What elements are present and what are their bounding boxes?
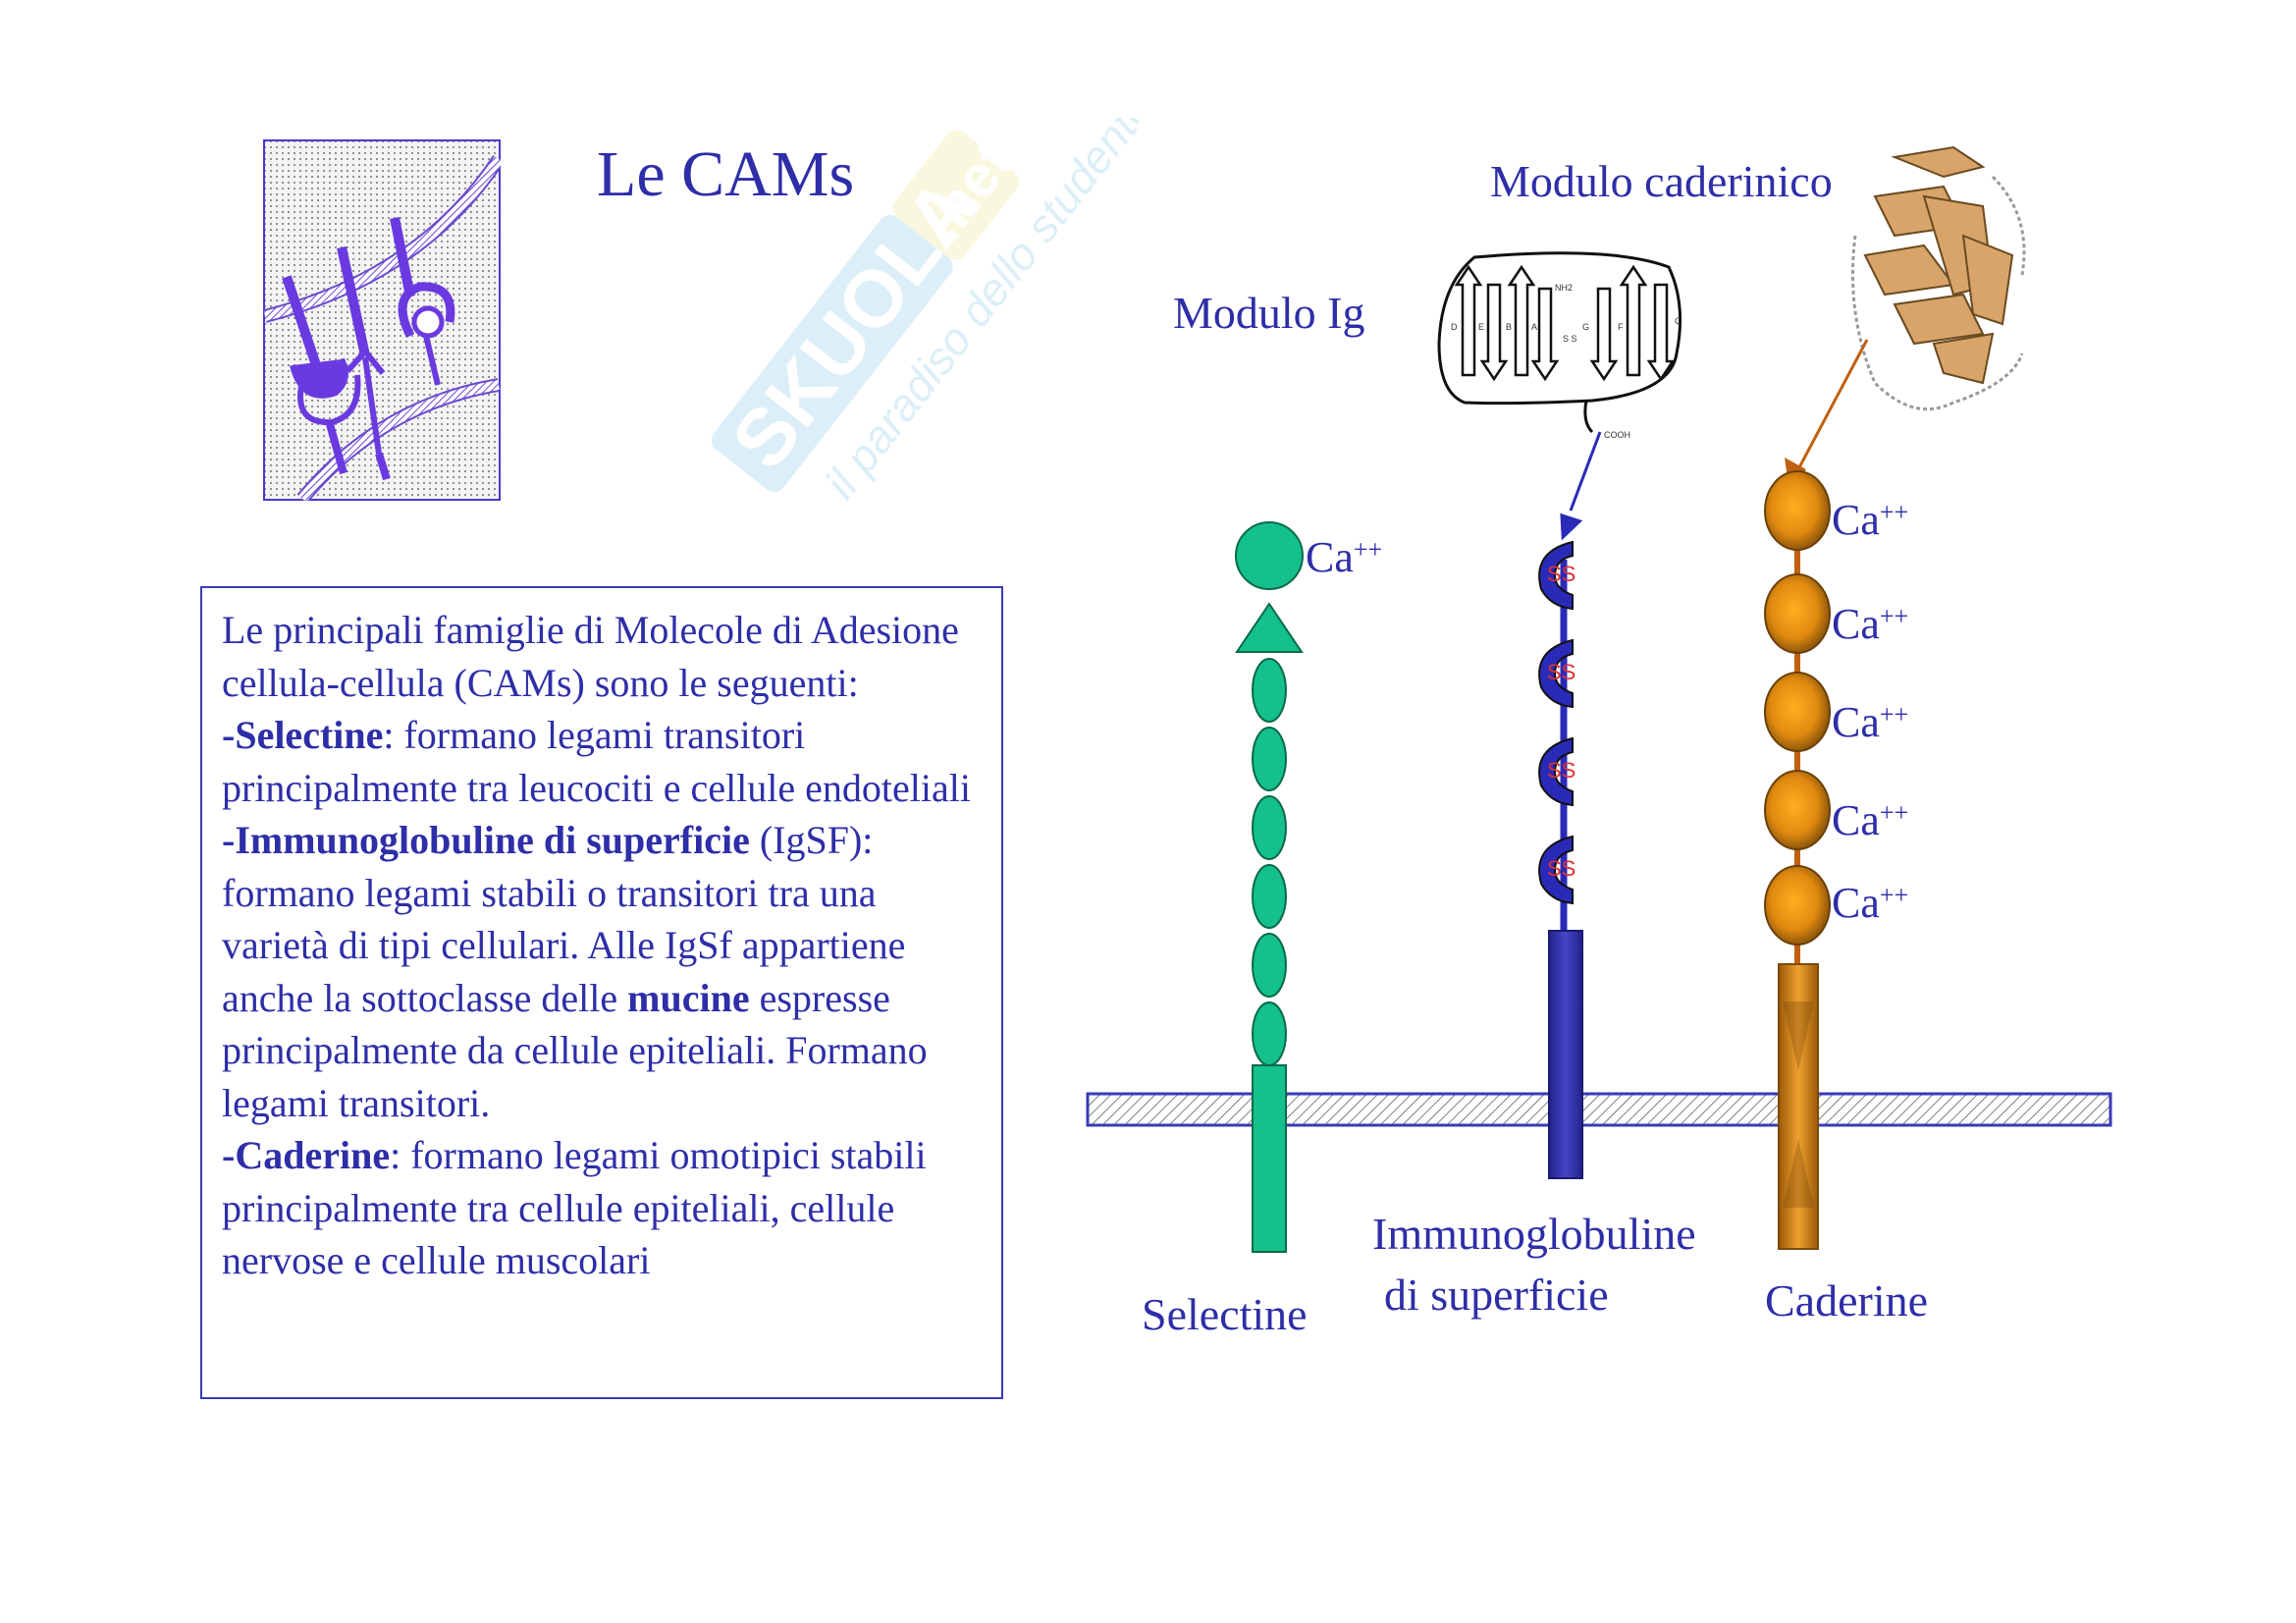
calcium-label: Ca++ <box>1832 698 1909 746</box>
ss-bond-label: SS <box>1547 660 1576 684</box>
intro-text: Le principali famiglie di Molecole di Ad… <box>222 608 959 705</box>
cam-molecules-diagram <box>1086 339 2112 1253</box>
ig-strand-letter: A <box>1531 322 1537 332</box>
ig-module-topology: D E B A G F C NH2 S S COOH <box>1437 251 1682 440</box>
selectine-label: Selectine <box>1142 1289 1308 1339</box>
mucine-description: espresse principalmente da cellule epite… <box>222 975 928 1125</box>
cam-families-textbox: Le principali famiglie di Molecole di Ad… <box>200 586 1003 1399</box>
ig-strand-letter: F <box>1618 322 1624 332</box>
selectine-description: : formano legami transitori principalmen… <box>222 713 971 810</box>
ig-ss-marks: S S <box>1563 334 1577 344</box>
ig-strand-letter: B <box>1506 322 1512 332</box>
caderine-term: -Caderine <box>222 1133 391 1177</box>
selectine-term: -Selectine <box>222 713 384 757</box>
ig-module-arrow <box>1569 431 1602 512</box>
calcium-label: Ca++ <box>1832 879 1909 927</box>
ig-strand-letter: C <box>1675 316 1682 326</box>
ig-strand-letter: G <box>1582 322 1589 332</box>
ss-bond-label: SS <box>1547 758 1576 783</box>
ig-strand-letter: D <box>1451 322 1458 332</box>
immunoglobulin-term: -Immunoglobuline di superficie <box>222 818 750 862</box>
ss-bond-label: SS <box>1547 856 1576 881</box>
selectine-molecule <box>1235 521 1304 1253</box>
calcium-label: Ca++ <box>1832 496 1909 544</box>
caderine-description: : formano legami omotipici stabili princ… <box>222 1133 927 1282</box>
watermark-logo: SKUOLA .net il paradiso dello studente <box>711 118 1139 508</box>
caderine-molecule <box>1764 470 1831 1250</box>
calcium-label: Ca++ <box>1306 533 1383 581</box>
cadherin-module-arrow <box>1796 339 1869 470</box>
immunoglobulin-description: (IgSF): formano legami stabili o transit… <box>222 818 906 1020</box>
textbox-paragraph: Le principali famiglie di Molecole di Ad… <box>222 604 980 1287</box>
immunoglobulin-molecule <box>1538 540 1583 1179</box>
ig-module-arrowhead <box>1560 513 1583 541</box>
cell-adhesion-illustration <box>263 139 501 501</box>
ig-strand-letter: E <box>1478 322 1484 332</box>
caderine-label: Caderine <box>1765 1275 1929 1325</box>
slide-title: Le CAMs <box>597 138 855 210</box>
immunoglobulin-label-line2: di superficie <box>1384 1270 1609 1320</box>
ig-nh2-label: NH2 <box>1555 283 1573 293</box>
modulo-caderinico-label: Modulo caderinico <box>1490 156 1833 206</box>
cadherin-module-structure <box>1851 145 2026 411</box>
mucine-term: mucine <box>627 975 750 1020</box>
ig-cooh-label: COOH <box>1604 430 1630 440</box>
ss-bond-label: SS <box>1547 562 1576 586</box>
calcium-label: Ca++ <box>1832 600 1909 648</box>
cell-membrane <box>1086 1092 2112 1127</box>
immunoglobulin-label-line1: Immunoglobuline <box>1372 1209 1696 1259</box>
modulo-ig-label: Modulo Ig <box>1173 288 1365 338</box>
calcium-label: Ca++ <box>1832 796 1909 844</box>
